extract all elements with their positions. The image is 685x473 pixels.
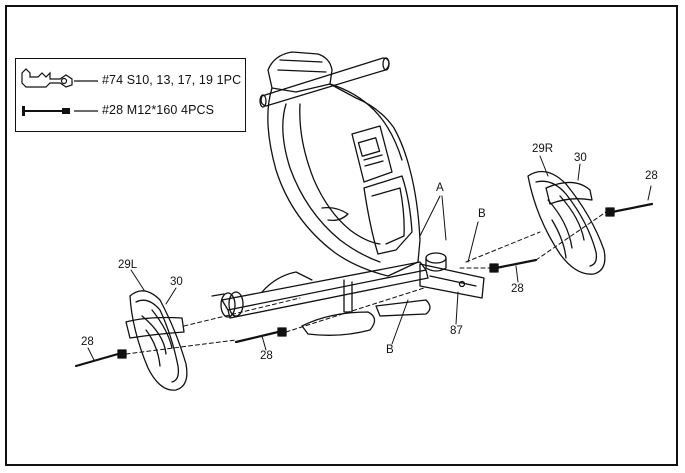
bolt-right <box>489 258 538 273</box>
callout-b-upper: B <box>478 208 486 220</box>
main-frame <box>267 83 421 277</box>
handle-bar <box>259 57 390 108</box>
callout-a: A <box>436 182 444 194</box>
callout-28-far-right: 28 <box>645 170 658 182</box>
leader-lines <box>87 155 652 361</box>
assembly-guide-lines <box>125 211 607 355</box>
tension-knob <box>425 252 447 272</box>
pedal-right <box>527 170 606 275</box>
console-housing <box>267 51 333 93</box>
monitor <box>351 125 393 183</box>
diagram-frame <box>5 5 678 466</box>
front-panel <box>363 175 413 255</box>
callout-29r: 29R <box>532 143 554 155</box>
rear-roller <box>211 291 244 318</box>
parts-row-wrench: #74 S10, 13, 17, 19 1PC <box>102 73 242 87</box>
callout-b-lower: B <box>386 344 394 356</box>
callout-87: 87 <box>450 325 463 337</box>
callout-29l: 29L <box>118 259 138 271</box>
callout-28-right: 28 <box>511 283 524 295</box>
bolt-far-right <box>605 202 654 217</box>
callout-28-far-left: 28 <box>81 336 94 348</box>
wrench-icon <box>21 68 98 88</box>
foot-plate <box>301 279 431 336</box>
callout-30-right: 30 <box>574 152 587 164</box>
callout-30-left: 30 <box>170 276 183 288</box>
parts-list: #74 S10, 13, 17, 19 1PC #28 M12*160 4PCS <box>15 58 246 132</box>
bolt-far-left <box>74 349 127 368</box>
parts-icons <box>21 68 98 116</box>
pedal-left <box>125 290 188 391</box>
callout-28-left: 28 <box>260 350 273 362</box>
base-rail <box>221 261 429 319</box>
front-stabilizer <box>419 263 485 299</box>
parts-row-bolt: #28 M12*160 4PCS <box>102 103 215 117</box>
bolt-icon <box>22 106 98 116</box>
bolt-left <box>234 327 287 344</box>
